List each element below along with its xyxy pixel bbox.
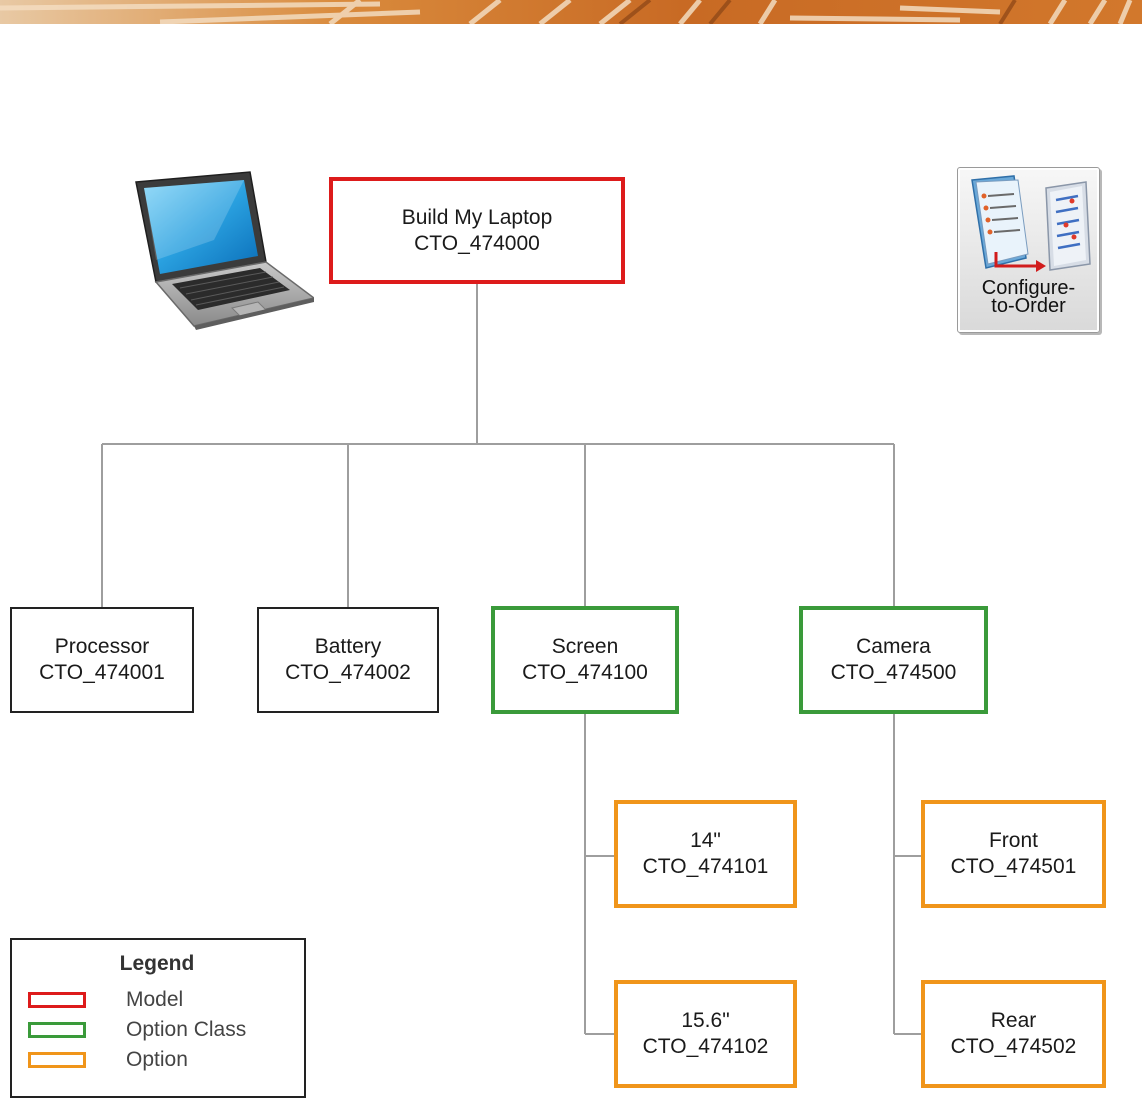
option-code: CTO_474502 xyxy=(950,1035,1077,1058)
battery-node: Battery CTO_474002 xyxy=(257,607,439,713)
processor-node: Processor CTO_474001 xyxy=(10,607,194,713)
legend-swatch-model xyxy=(28,992,86,1008)
option-code: CTO_474101 xyxy=(642,855,769,878)
legend: Legend Model Option Class Option xyxy=(10,938,306,1098)
node-name: Battery xyxy=(314,635,382,658)
legend-label: Option Class xyxy=(126,1018,247,1041)
model-code: CTO_474000 xyxy=(414,231,540,255)
configure-to-order-icon: Configure- to-Order xyxy=(957,167,1100,333)
node-name: Camera xyxy=(856,635,931,658)
legend-swatch-option-class xyxy=(28,1022,86,1038)
option-node-14: 14" CTO_474101 xyxy=(614,800,797,908)
camera-node: Camera CTO_474500 xyxy=(799,606,988,714)
option-code: CTO_474501 xyxy=(950,855,1077,878)
option-node-15-6: 15.6" CTO_474102 xyxy=(614,980,797,1088)
option-node-front: Front CTO_474501 xyxy=(921,800,1106,908)
legend-swatch-option xyxy=(28,1052,86,1068)
option-name: 15.6" xyxy=(681,1009,730,1032)
model-name: Build My Laptop xyxy=(401,205,553,229)
node-name: Processor xyxy=(54,635,150,658)
configure-to-order-label: Configure- to-Order xyxy=(981,277,1076,317)
document-flow-icon xyxy=(971,175,1091,272)
node-code: CTO_474001 xyxy=(39,661,165,684)
option-name: Front xyxy=(988,829,1038,852)
option-node-rear: Rear CTO_474502 xyxy=(921,980,1106,1088)
node-code: CTO_474002 xyxy=(285,661,411,684)
node-code: CTO_474500 xyxy=(830,661,957,684)
top-banner xyxy=(0,0,1142,24)
model-node: Build My Laptop CTO_474000 xyxy=(329,177,625,284)
legend-title: Legend xyxy=(119,952,195,975)
option-code: CTO_474102 xyxy=(642,1035,769,1058)
option-name: Rear xyxy=(990,1009,1037,1032)
legend-label: Model xyxy=(126,988,184,1011)
screen-node: Screen CTO_474100 xyxy=(491,606,679,714)
option-name: 14" xyxy=(690,829,721,852)
legend-label: Option xyxy=(126,1048,188,1071)
node-name: Screen xyxy=(551,635,619,658)
node-code: CTO_474100 xyxy=(522,661,648,684)
laptop-icon xyxy=(135,171,314,330)
